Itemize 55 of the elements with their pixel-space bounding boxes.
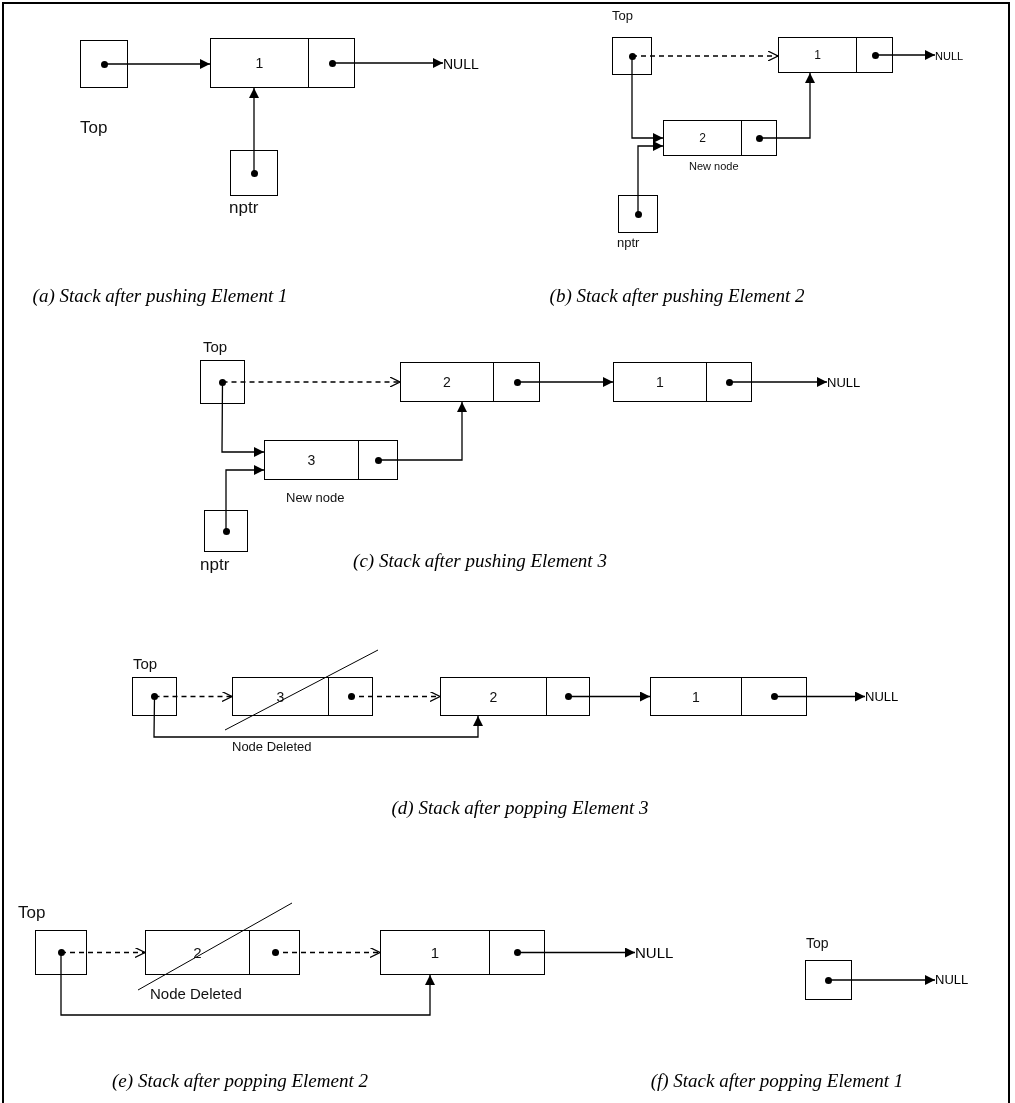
figure-caption: (b) Stack after pushing Element 2 <box>549 285 805 307</box>
pointer-box <box>612 37 652 75</box>
pointer-box <box>805 960 852 1000</box>
null-text: NULL <box>935 47 985 65</box>
node-value: 1 <box>655 373 665 392</box>
null-text: NULL <box>443 55 493 73</box>
figure-caption: (e) Stack after popping Element 2 <box>112 1070 368 1092</box>
node-value: 2 <box>698 130 707 147</box>
node-caption: New node <box>286 490 345 505</box>
node-value: 1 <box>813 47 822 64</box>
node-value: 2 <box>442 373 452 392</box>
figure-caption: (f) Stack after popping Element 1 <box>650 1070 904 1092</box>
list-node <box>613 362 752 402</box>
node-value: 3 <box>306 451 317 470</box>
node-value: 1 <box>429 943 441 963</box>
figure-caption: (c) Stack after pushing Element 3 <box>353 550 607 572</box>
list-node <box>210 38 355 88</box>
node-caption: Top <box>133 655 158 672</box>
node-caption: Top <box>203 338 228 355</box>
node-caption: nptr <box>229 198 259 218</box>
null-text: NULL <box>935 970 985 988</box>
node-value: 1 <box>691 687 701 707</box>
list-node <box>145 930 300 975</box>
node-value: 1 <box>254 54 265 73</box>
node-value: 3 <box>275 687 286 707</box>
figure-caption: (a) Stack after pushing Element 1 <box>32 285 288 307</box>
pointer-box <box>80 40 128 88</box>
list-node <box>440 677 590 716</box>
pointer-box <box>35 930 87 975</box>
list-node <box>650 677 807 716</box>
null-text: NULL <box>865 687 915 705</box>
node-caption: Top <box>612 8 633 23</box>
list-node <box>232 677 373 716</box>
node-caption: Node Deleted <box>232 739 312 754</box>
list-node <box>264 440 398 480</box>
figure-caption: (d) Stack after popping Element 3 <box>391 797 649 819</box>
node-caption: Top <box>80 118 108 138</box>
list-node <box>380 930 545 975</box>
pointer-box <box>618 195 658 233</box>
null-text: NULL <box>635 943 685 961</box>
node-caption: Top <box>18 903 46 923</box>
node-caption: nptr <box>617 235 640 250</box>
list-node <box>778 37 893 73</box>
pointer-box <box>132 677 177 716</box>
node-caption: Top <box>806 935 829 951</box>
node-caption: Node Deleted <box>150 985 242 1002</box>
null-text: NULL <box>827 373 877 391</box>
node-value: 2 <box>488 687 499 707</box>
pointer-box <box>204 510 248 552</box>
pointer-box <box>200 360 245 404</box>
list-node <box>663 120 777 156</box>
node-caption: New node <box>689 160 739 172</box>
list-node <box>400 362 540 402</box>
pointer-box <box>230 150 278 196</box>
node-caption: nptr <box>200 555 230 575</box>
